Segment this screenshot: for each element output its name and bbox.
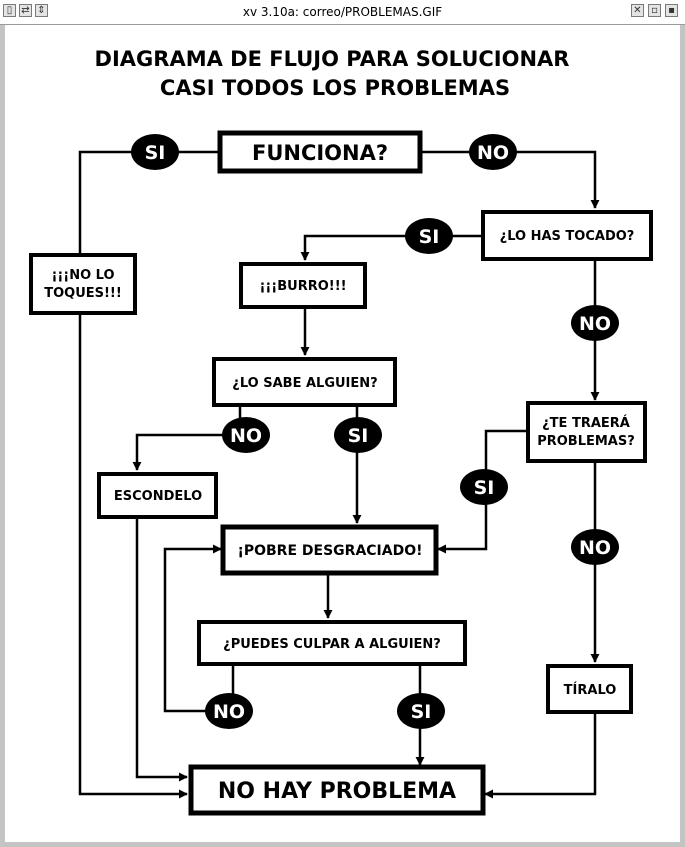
- label-escondelo: ESCONDELO: [114, 489, 202, 504]
- node-boxes: [29, 130, 653, 816]
- decision-ovals: SI NO SI NO NO: [131, 134, 619, 729]
- image-canvas: DIAGRAMA DE FLUJO PARA SOLUCIONAR CASI T…: [5, 25, 680, 842]
- label-no-hay-problema: NO HAY PROBLEMA: [218, 779, 456, 804]
- label-funciona: FUNCIONA?: [252, 141, 388, 165]
- oval-si-label: SI: [145, 142, 166, 164]
- close-icon[interactable]: ✕: [631, 4, 644, 17]
- title-bar[interactable]: ▯ ⇄ ⇕ xv 3.10a: correo/PROBLEMAS.GIF ✕ ▫…: [0, 0, 685, 25]
- box-burro: [239, 262, 367, 309]
- oval-funciona-no: NO: [469, 134, 517, 170]
- label-puedes-culpar: ¿PUEDES CULPAR A ALGUIEN?: [223, 637, 441, 652]
- oval-tocado-no: NO: [571, 305, 619, 341]
- iconify-icon[interactable]: ▪: [665, 4, 678, 17]
- diagram-title-line2: CASI TODOS LOS PROBLEMAS: [160, 76, 510, 100]
- label-no-lo-toques-2: TOQUES!!!: [44, 286, 122, 301]
- box-lo-sabe-alguien: [212, 357, 397, 407]
- oval-traera-no: NO: [571, 529, 619, 565]
- node-labels: FUNCIONA? ¿LO HAS TOCADO? ¡¡¡NO LO TOQUE…: [44, 141, 635, 804]
- edge-tocado-si: [300, 234, 482, 261]
- label-lo-has-tocado: ¿LO HAS TOCADO?: [500, 229, 635, 244]
- oval-si-label: SI: [474, 477, 495, 499]
- box-escondelo: [97, 472, 218, 519]
- label-te-traera-2: PROBLEMAS?: [537, 434, 635, 449]
- oval-traera-si: SI: [460, 469, 508, 505]
- box-lo-has-tocado: [481, 210, 653, 261]
- box-funciona: [217, 130, 423, 174]
- window-title: xv 3.10a: correo/PROBLEMAS.GIF: [242, 5, 443, 19]
- oval-sabe-no: NO: [222, 417, 270, 453]
- oval-sabe-si: SI: [334, 417, 382, 453]
- flowchart: DIAGRAMA DE FLUJO PARA SOLUCIONAR CASI T…: [29, 47, 653, 816]
- box-te-traera: [526, 401, 647, 463]
- label-no-lo-toques-1: ¡¡¡NO LO: [51, 268, 114, 283]
- box-tiralo: [546, 664, 633, 714]
- oval-culpar-no: NO: [205, 693, 253, 729]
- label-burro: ¡¡¡BURRO!!!: [259, 279, 346, 294]
- edge-escondelo-nohay: [135, 518, 188, 782]
- edge-toques-nohay: [78, 313, 188, 799]
- box-puedes-culpar: [197, 620, 467, 666]
- diagram-title-line1: DIAGRAMA DE FLUJO PARA SOLUCIONAR: [95, 47, 570, 71]
- box-no-hay-problema: [188, 764, 486, 816]
- oval-si-label: SI: [348, 425, 369, 447]
- maximize-icon[interactable]: ▫: [648, 4, 661, 17]
- shade-icon[interactable]: ⇄: [19, 4, 32, 17]
- box-pobre-desgraciado: [220, 524, 439, 576]
- label-pobre-desgraciado: ¡POBRE DESGRACIADO!: [237, 543, 422, 559]
- window-menu-icon[interactable]: ▯: [3, 4, 16, 17]
- oval-no-label: NO: [477, 142, 509, 164]
- label-te-traera-1: ¿TE TRAERÁ: [542, 415, 630, 431]
- label-lo-sabe-alguien: ¿LO SABE ALGUIEN?: [232, 376, 377, 391]
- oval-si-label: SI: [419, 226, 440, 248]
- oval-funciona-si: SI: [131, 134, 179, 170]
- oval-culpar-si: SI: [397, 693, 445, 729]
- oval-no-label: NO: [579, 537, 611, 559]
- oval-no-label: NO: [230, 425, 262, 447]
- stick-icon[interactable]: ⇕: [35, 4, 48, 17]
- oval-no-label: NO: [213, 701, 245, 723]
- oval-tocado-si: SI: [405, 218, 453, 254]
- oval-no-label: NO: [579, 313, 611, 335]
- oval-si-label: SI: [411, 701, 432, 723]
- edge-tiralo-nohay: [484, 713, 597, 799]
- label-tiralo: TÍRALO: [564, 682, 617, 698]
- box-no-lo-toques: [29, 253, 137, 315]
